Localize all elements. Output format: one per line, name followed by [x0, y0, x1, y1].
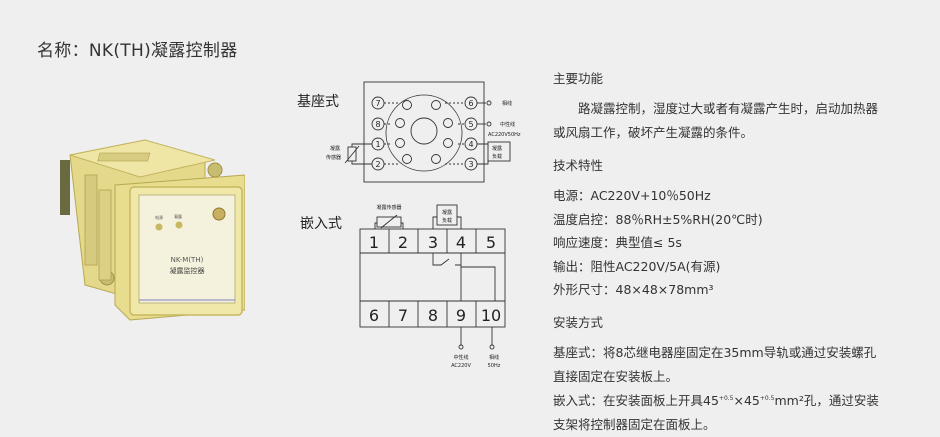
install-base-text: 基座式：将8芯继电器座固定在35mm导轨或通过安装螺孔直接固定在安装板上。	[553, 344, 877, 384]
svg-text:7: 7	[375, 99, 380, 108]
svg-text:8: 8	[428, 306, 438, 325]
svg-text:1: 1	[375, 140, 380, 149]
spec-column: 主要功能 路凝露控制，湿度过大或者有凝露产生时，启动加热器或风扇工作，破坏产生凝…	[553, 68, 883, 437]
base-diagram-label: 基座式	[297, 94, 339, 110]
sensor-label: 凝露传感器	[376, 204, 401, 211]
phase-label-1: 相线	[489, 354, 499, 361]
page-title: 名称：NK(TH)凝露控制器	[37, 41, 238, 61]
svg-text:8: 8	[375, 120, 380, 129]
svg-text:6: 6	[468, 99, 473, 108]
led-dew-label: 凝露	[174, 213, 182, 219]
spec-response: 响应速度：典型值≤ 5s	[553, 235, 682, 250]
embed-prefix: 嵌入式：在安装面板上开具45	[553, 392, 719, 408]
led-power-label: 电源	[155, 214, 163, 220]
svg-text:3: 3	[468, 160, 473, 169]
svg-text:2: 2	[375, 160, 380, 169]
phase-line-label: 相线	[502, 100, 512, 107]
supply-label: AC220V50Hz	[488, 132, 521, 138]
device-model-text: NK-M(TH)	[171, 256, 204, 264]
base-wiring-diagram: 7 8 1 2 6 5 4 3 相线 中性线 AC220V50Hz 凝露 负载 凝露 传…	[326, 81, 521, 183]
functions-heading: 主要功能	[553, 71, 604, 86]
specs-heading: 技术特性	[553, 158, 604, 173]
device-name-text: 凝露监控器	[170, 266, 205, 275]
svg-text:5: 5	[486, 233, 496, 252]
svg-text:4: 4	[456, 233, 466, 252]
spec-dimensions: 外形尺寸：48×48×78mm³	[553, 282, 714, 297]
svg-text:6: 6	[369, 306, 379, 325]
embed-tolerance-2: +0.5	[759, 394, 775, 402]
sensor-label-2: 传感器	[326, 154, 341, 161]
embed-mid: ×45	[733, 392, 760, 408]
svg-text:2: 2	[398, 233, 408, 252]
svg-text:7: 7	[398, 306, 408, 325]
install-embed-text: 嵌入式：在安装面板上开具45+0.5×45+0.5mm²孔，通过安装支架将控制器…	[553, 389, 883, 437]
svg-text:5: 5	[468, 120, 473, 129]
svg-text:10: 10	[481, 306, 501, 325]
functions-text: 路凝露控制，湿度过大或者有凝露产生时，启动加热器或风扇工作，破坏产生凝露的条件。	[553, 101, 879, 140]
embed-tolerance-1: +0.5	[718, 394, 734, 402]
load-label-2: 负载	[442, 217, 452, 224]
product-photo: 电源 凝露 NK-M(TH) 凝露监控器	[60, 139, 245, 321]
svg-text:1: 1	[369, 233, 379, 252]
neutral-line-label: 中性线	[500, 121, 515, 128]
neutral-label-1: 中性线	[453, 354, 468, 361]
embedded-diagram-label: 嵌入式	[300, 216, 342, 232]
load-label-1: 凝露	[442, 209, 452, 216]
neutral-label-2: AC220V	[451, 363, 471, 369]
svg-text:4: 4	[468, 140, 473, 149]
spec-humidity: 温度启控：88％RH±5%RH(20℃时)	[553, 211, 763, 227]
phase-label-2: 50Hz	[488, 363, 501, 369]
sensor-label-1: 凝露	[330, 145, 340, 152]
svg-text:9: 9	[456, 306, 466, 325]
load-label-2: 负载	[492, 153, 502, 160]
spec-power: 电源：AC220V+10％50Hz	[553, 188, 711, 203]
install-heading: 安装方式	[553, 314, 604, 330]
load-label-1: 凝露	[492, 145, 502, 152]
svg-text:3: 3	[428, 233, 438, 252]
spec-output: 输出：阻性AC220V/5A(有源)	[553, 258, 721, 274]
